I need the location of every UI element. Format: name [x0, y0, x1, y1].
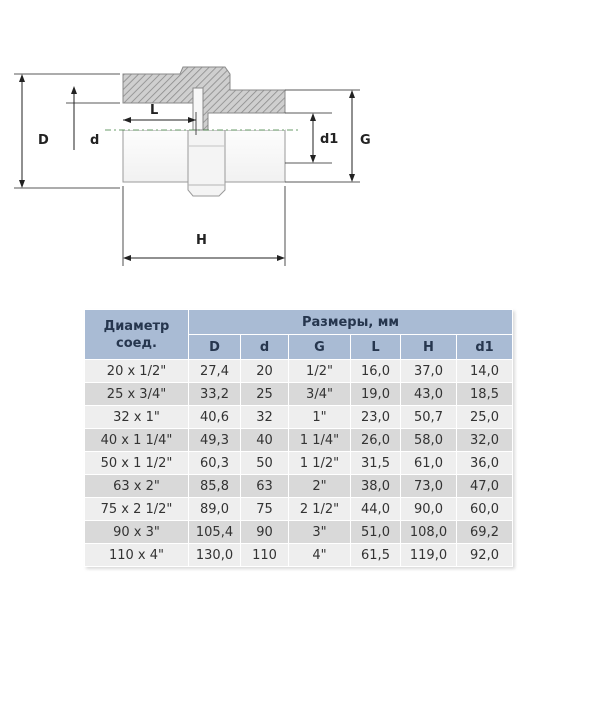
label-d: d: [90, 133, 99, 148]
dimension-cell: 1 1/4": [288, 428, 351, 452]
column-header: G: [288, 334, 351, 360]
dimension-cell: 31,5: [350, 451, 401, 475]
dimension-cell: 25: [240, 382, 289, 406]
dimension-cell: 2 1/2": [288, 497, 351, 521]
dimension-cell: 1": [288, 405, 351, 429]
dimension-cell: 69,2: [455, 520, 514, 544]
dimension-cell: 47,0: [455, 474, 514, 498]
column-header: d1: [455, 334, 514, 360]
dimension-cell: 110: [240, 543, 289, 567]
dimension-cell: 20: [240, 359, 289, 383]
dimensions-group-header: Размеры, мм: [187, 309, 514, 335]
dimension-cell: 85,8: [188, 474, 241, 498]
dimension-cell: 26,0: [350, 428, 401, 452]
label-d1: d1: [320, 132, 338, 147]
dimension-cell: 49,3: [188, 428, 241, 452]
dimension-cell: 23,0: [350, 405, 401, 429]
dimension-cell: 108,0: [400, 520, 457, 544]
dimension-cell: 40,6: [188, 405, 241, 429]
dimensions-table: Диаметр соед. Размеры, мм D d G L H d1 2…: [84, 309, 514, 567]
dimension-cell: 92,0: [455, 543, 514, 567]
dimension-cell: 119,0: [400, 543, 457, 567]
dimension-cell: 4": [288, 543, 351, 567]
column-header: H: [400, 334, 457, 360]
dimension-cell: 44,0: [350, 497, 401, 521]
dimension-H: [122, 186, 286, 266]
dimension-cell: 61,0: [400, 451, 457, 475]
dimension-cell: 3/4": [288, 382, 351, 406]
dimension-cell: 63: [240, 474, 289, 498]
dimension-D: [14, 73, 120, 189]
column-header: d: [240, 334, 289, 360]
dimension-G: [285, 89, 360, 183]
dimension-cell: 19,0: [350, 382, 401, 406]
dimension-cell: 27,4: [188, 359, 241, 383]
label-L: L: [150, 103, 158, 118]
label-G: G: [360, 133, 371, 148]
dimension-cell: 32,0: [455, 428, 514, 452]
dimension-cell: 40: [240, 428, 289, 452]
connection-size-cell: 25 x 3/4": [84, 382, 189, 406]
connection-size-cell: 75 x 2 1/2": [84, 497, 189, 521]
dimension-cell: 130,0: [188, 543, 241, 567]
dimension-cell: 50,7: [400, 405, 457, 429]
dimension-cell: 1/2": [288, 359, 351, 383]
dimension-cell: 58,0: [400, 428, 457, 452]
dimension-cell: 33,2: [188, 382, 241, 406]
dimension-cell: 37,0: [400, 359, 457, 383]
dimension-cell: 14,0: [455, 359, 514, 383]
dimension-cell: 3": [288, 520, 351, 544]
dimension-cell: 89,0: [188, 497, 241, 521]
dimension-cell: 60,0: [455, 497, 514, 521]
fitting-drawing: D d L d1 G H: [14, 66, 371, 266]
connection-size-cell: 20 x 1/2": [84, 359, 189, 383]
label-H: H: [196, 233, 207, 248]
dimension-cell: 50: [240, 451, 289, 475]
connection-size-cell: 90 x 3": [84, 520, 189, 544]
connection-size-cell: 63 x 2": [84, 474, 189, 498]
dimension-cell: 60,3: [188, 451, 241, 475]
dimension-L: [123, 112, 197, 135]
dimension-cell: 90,0: [400, 497, 457, 521]
dimension-cell: 61,5: [350, 543, 401, 567]
dimension-cell: 51,0: [350, 520, 401, 544]
connection-size-cell: 50 x 1 1/2": [84, 451, 189, 475]
dimension-cell: 32: [240, 405, 289, 429]
connection-size-cell: 110 x 4": [84, 543, 189, 567]
dimension-cell: 73,0: [400, 474, 457, 498]
column-header: L: [350, 334, 401, 360]
dimension-d: [66, 86, 120, 150]
dimension-cell: 105,4: [188, 520, 241, 544]
dimension-cell: 18,5: [455, 382, 514, 406]
dimension-cell: 2": [288, 474, 351, 498]
label-D: D: [38, 133, 49, 148]
connection-size-cell: 32 x 1": [84, 405, 189, 429]
column-header: D: [188, 334, 241, 360]
dimension-cell: 16,0: [350, 359, 401, 383]
connection-size-cell: 40 x 1 1/4": [84, 428, 189, 452]
dimension-cell: 1 1/2": [288, 451, 351, 475]
dimension-cell: 36,0: [455, 451, 514, 475]
dimension-cell: 25,0: [455, 405, 514, 429]
dimension-cell: 43,0: [400, 382, 457, 406]
dimension-cell: 90: [240, 520, 289, 544]
diameter-header: Диаметр соед.: [84, 309, 189, 360]
dimension-d1: [285, 112, 332, 164]
dimension-cell: 75: [240, 497, 289, 521]
dimension-cell: 38,0: [350, 474, 401, 498]
